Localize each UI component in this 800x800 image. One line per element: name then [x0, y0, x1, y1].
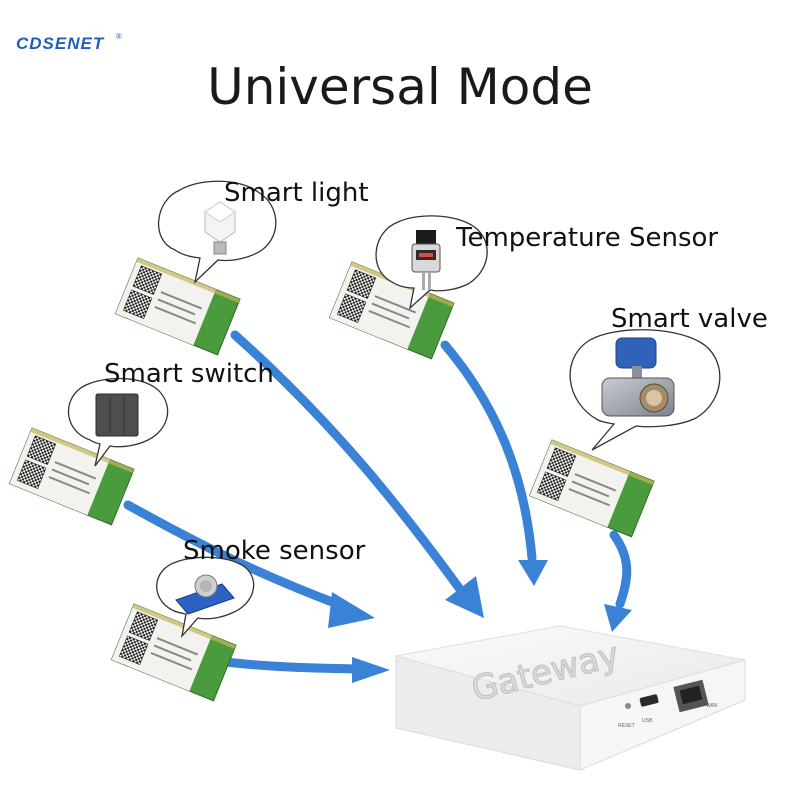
radio-module: [111, 603, 237, 702]
connection-arrows: [123, 330, 632, 683]
label-temperature-sensor: Temperature Sensor: [456, 223, 719, 253]
ball-valve-icon: [601, 337, 675, 417]
arrow-smart-light: [230, 330, 484, 618]
node-smart-switch: [9, 377, 169, 526]
label-smoke-sensor: Smoke sensor: [183, 536, 366, 566]
arrow-smoke-sensor: [220, 657, 390, 683]
reset-port-label: RESET: [618, 723, 635, 729]
gateway-ports: [625, 679, 709, 713]
label-smart-valve: Smart valve: [611, 304, 768, 334]
radio-module: [529, 439, 655, 538]
gas-sensor-module-icon: [175, 574, 235, 615]
label-smart-light: Smart light: [224, 178, 369, 208]
radio-module: [115, 257, 241, 356]
page-title: Universal Mode: [207, 58, 593, 116]
wan-port-label: WAN: [706, 703, 718, 709]
node-temperature-sensor: [329, 215, 488, 360]
node-smart-light: [115, 180, 277, 356]
pressure-transmitter-icon: [411, 230, 441, 290]
usb-port-label: USB: [642, 718, 653, 724]
arrow-smart-valve: [604, 530, 632, 632]
brand-logo: CDSENET: [16, 34, 105, 53]
gateway-device: [395, 625, 746, 771]
usb-port: [639, 694, 659, 707]
light-bulb-icon: [204, 201, 236, 255]
label-smart-switch: Smart switch: [104, 359, 274, 389]
wall-switch-icon: [95, 393, 139, 437]
node-smart-valve: [529, 329, 721, 538]
arrow-temperature-sensor: [440, 340, 548, 586]
reset-button-hole: [625, 703, 631, 709]
arrow-smart-switch: [123, 500, 375, 628]
brand-registered-mark: ®: [116, 32, 122, 41]
node-smoke-sensor: [111, 556, 255, 702]
